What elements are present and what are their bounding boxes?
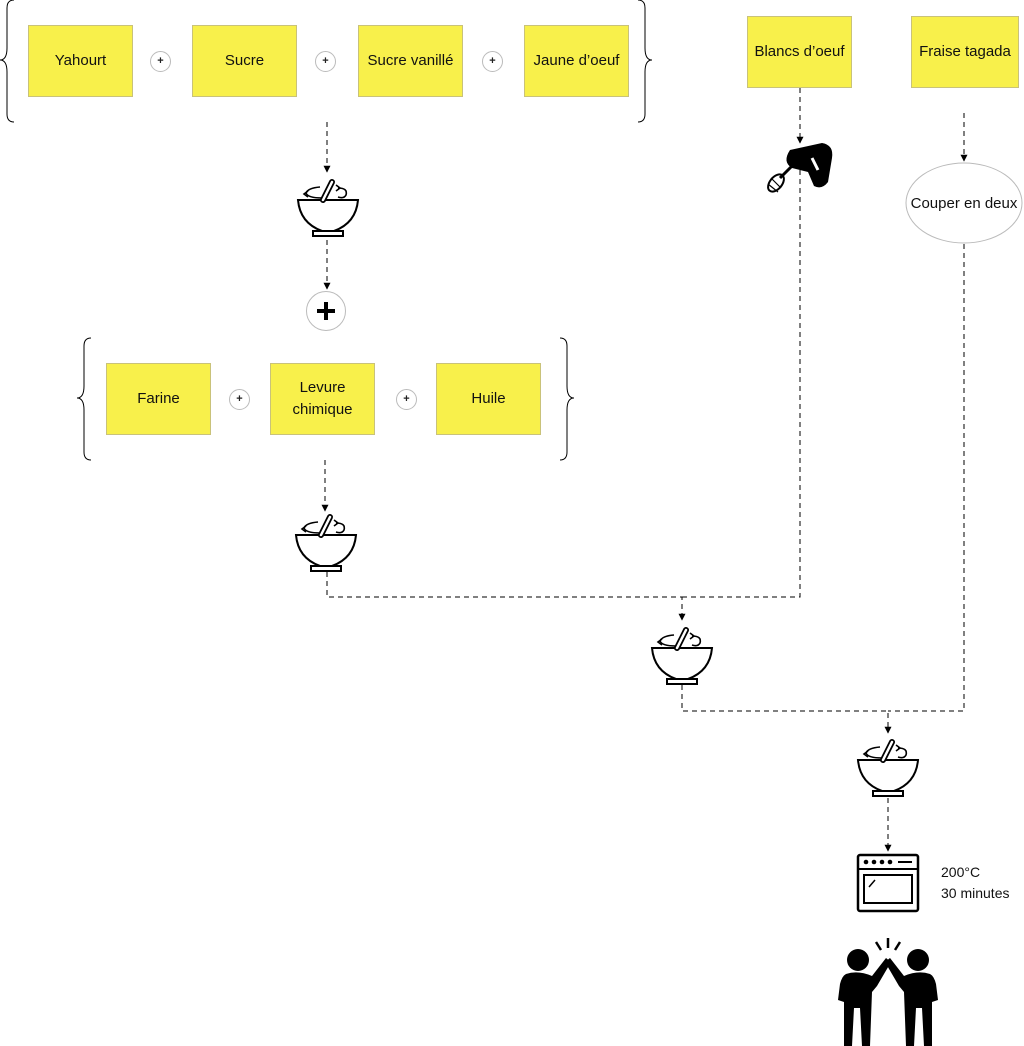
oven-settings: 200°C 30 minutes [941,862,1009,904]
plus-operator: + [396,389,417,410]
plus-operator: + [315,51,336,72]
oven-temperature: 200°C [941,864,981,880]
ingredient-note: Huile [436,363,541,435]
oven-duration: 30 minutes [941,885,1010,901]
ingredient-note: Farine [106,363,211,435]
cut-step-ellipse [905,162,1023,244]
brace-left-group1 [0,0,15,123]
plus-icon [306,291,346,331]
high-five-icon [838,938,938,1046]
mixing-bowl-icon [296,517,356,571]
strawberry-note: Fraise tagada [911,16,1019,88]
connector-cut-to-mix4 [888,244,965,712]
mixing-bowl-icon [652,630,712,684]
plus-operator: + [150,51,171,72]
connector-whisk-to-mix3 [682,170,801,598]
oven-icon [856,853,920,913]
brace-right-group2 [559,337,575,461]
ingredient-note: Levure chimique [270,363,375,435]
mixing-bowl-icon [858,742,918,796]
cut-step-label: Couper en deux [910,194,1018,212]
brace-left-group2 [76,337,92,461]
mixing-bowl-icon [298,182,358,236]
plus-operator: + [229,389,250,410]
egg-whites-note: Blancs d’oeuf [747,16,852,88]
hand-mixer-icon [767,143,833,193]
ingredient-note: Sucre [192,25,297,97]
ingredient-note: Sucre vanillé [358,25,463,97]
ingredient-note: Yahourt [28,25,133,97]
ingredient-note: Jaune d’oeuf [524,25,629,97]
plus-operator: + [482,51,503,72]
brace-right-group1 [637,0,653,123]
connector-mix2-to-mix3 [326,572,686,621]
connector-mix3-to-mix4 [681,685,892,734]
